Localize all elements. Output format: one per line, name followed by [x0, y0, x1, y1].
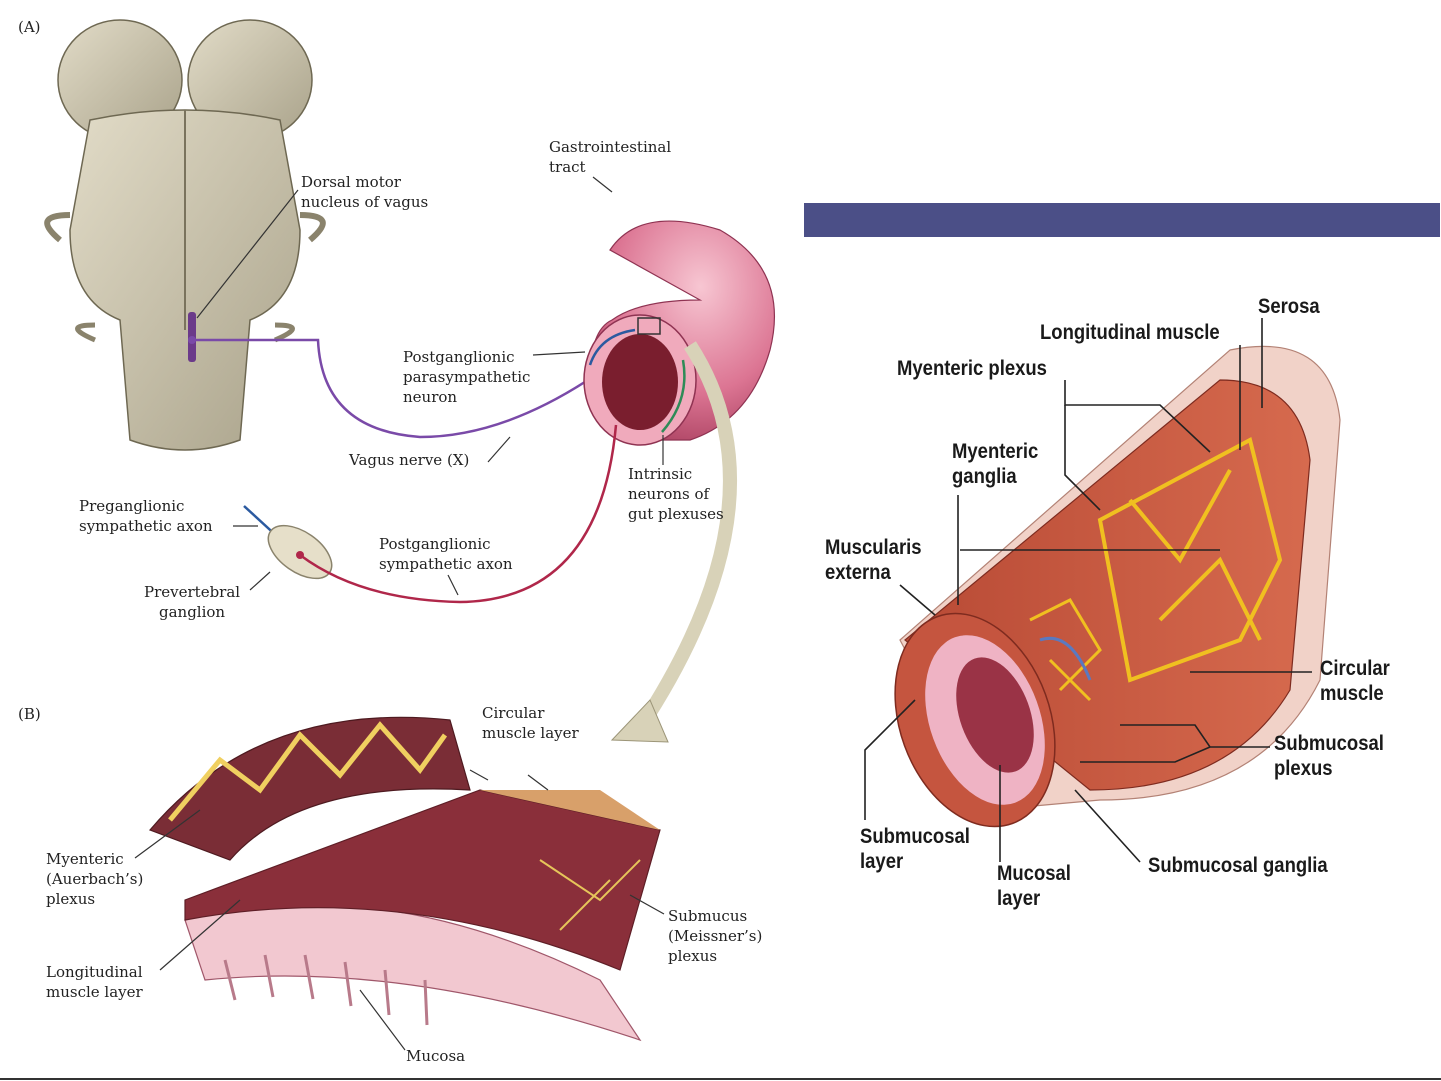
label-dorsal-motor-nucleus: Dorsal motor nucleus of vagus	[301, 173, 429, 211]
label-myenteric-plexus: Myenteric plexus	[897, 357, 1047, 380]
intestine-cross-section-illustration	[894, 345, 1341, 828]
brainstem-illustration	[44, 19, 326, 451]
right-leader-lines	[864, 318, 1312, 863]
label-postganglionic-sympathetic: Postganglionic sympathetic axon	[379, 535, 513, 573]
label-submucosal-plexus: Submucosal plexus	[1274, 732, 1384, 780]
label-postganglionic-parasympathetic: Postganglionic parasympathetic neuron	[403, 348, 531, 406]
title-bar	[804, 203, 1440, 237]
label-submucosal-layer: Submucosal layer	[860, 825, 970, 873]
panel-a-label: (A)	[18, 18, 41, 36]
label-vagus-nerve: Vagus nerve (X)	[349, 451, 470, 469]
label-intrinsic-neurons: Intrinsic neurons of gut plexuses	[628, 465, 724, 523]
label-myenteric-ganglia: Myenteric ganglia	[952, 440, 1039, 488]
label-prevertebral-ganglion: Prevertebral ganglion	[144, 583, 241, 621]
left-leader-lines	[134, 176, 665, 1051]
label-muscularis-externa: Muscularis externa	[825, 536, 922, 584]
label-myenteric-auerbach-plexus: Myenteric (Auerbach’s) plexus	[46, 850, 144, 908]
label-longitudinal-muscle-layer: Longitudinal muscle layer	[46, 963, 143, 1001]
label-circular-muscle: Circular muscle	[1320, 657, 1390, 705]
label-gastrointestinal-tract: Gastrointestinal tract	[549, 138, 672, 176]
label-mucosa: Mucosa	[406, 1047, 466, 1065]
magnify-arrow	[634, 341, 737, 732]
label-serosa: Serosa	[1258, 295, 1320, 318]
panel-b-label: (B)	[18, 705, 41, 723]
label-submucus-meissner-plexus: Submucus (Meissner’s) plexus	[668, 907, 763, 965]
gut-wall-layers-illustration	[148, 716, 661, 1042]
bottom-rule	[0, 1078, 1441, 1080]
label-submucosal-ganglia: Submucosal ganglia	[1148, 854, 1328, 877]
label-longitudinal-muscle: Longitudinal muscle	[1040, 321, 1220, 344]
vagus-nerve-path	[192, 338, 589, 439]
postganglionic-sympathetic-path	[299, 424, 618, 604]
label-mucosal-layer: Mucosal layer	[997, 862, 1071, 910]
label-circular-muscle-layer: Circular muscle layer	[482, 704, 579, 742]
gut-tube-illustration	[583, 220, 776, 446]
label-preganglionic-axon: Preganglionic sympathetic axon	[79, 497, 213, 535]
